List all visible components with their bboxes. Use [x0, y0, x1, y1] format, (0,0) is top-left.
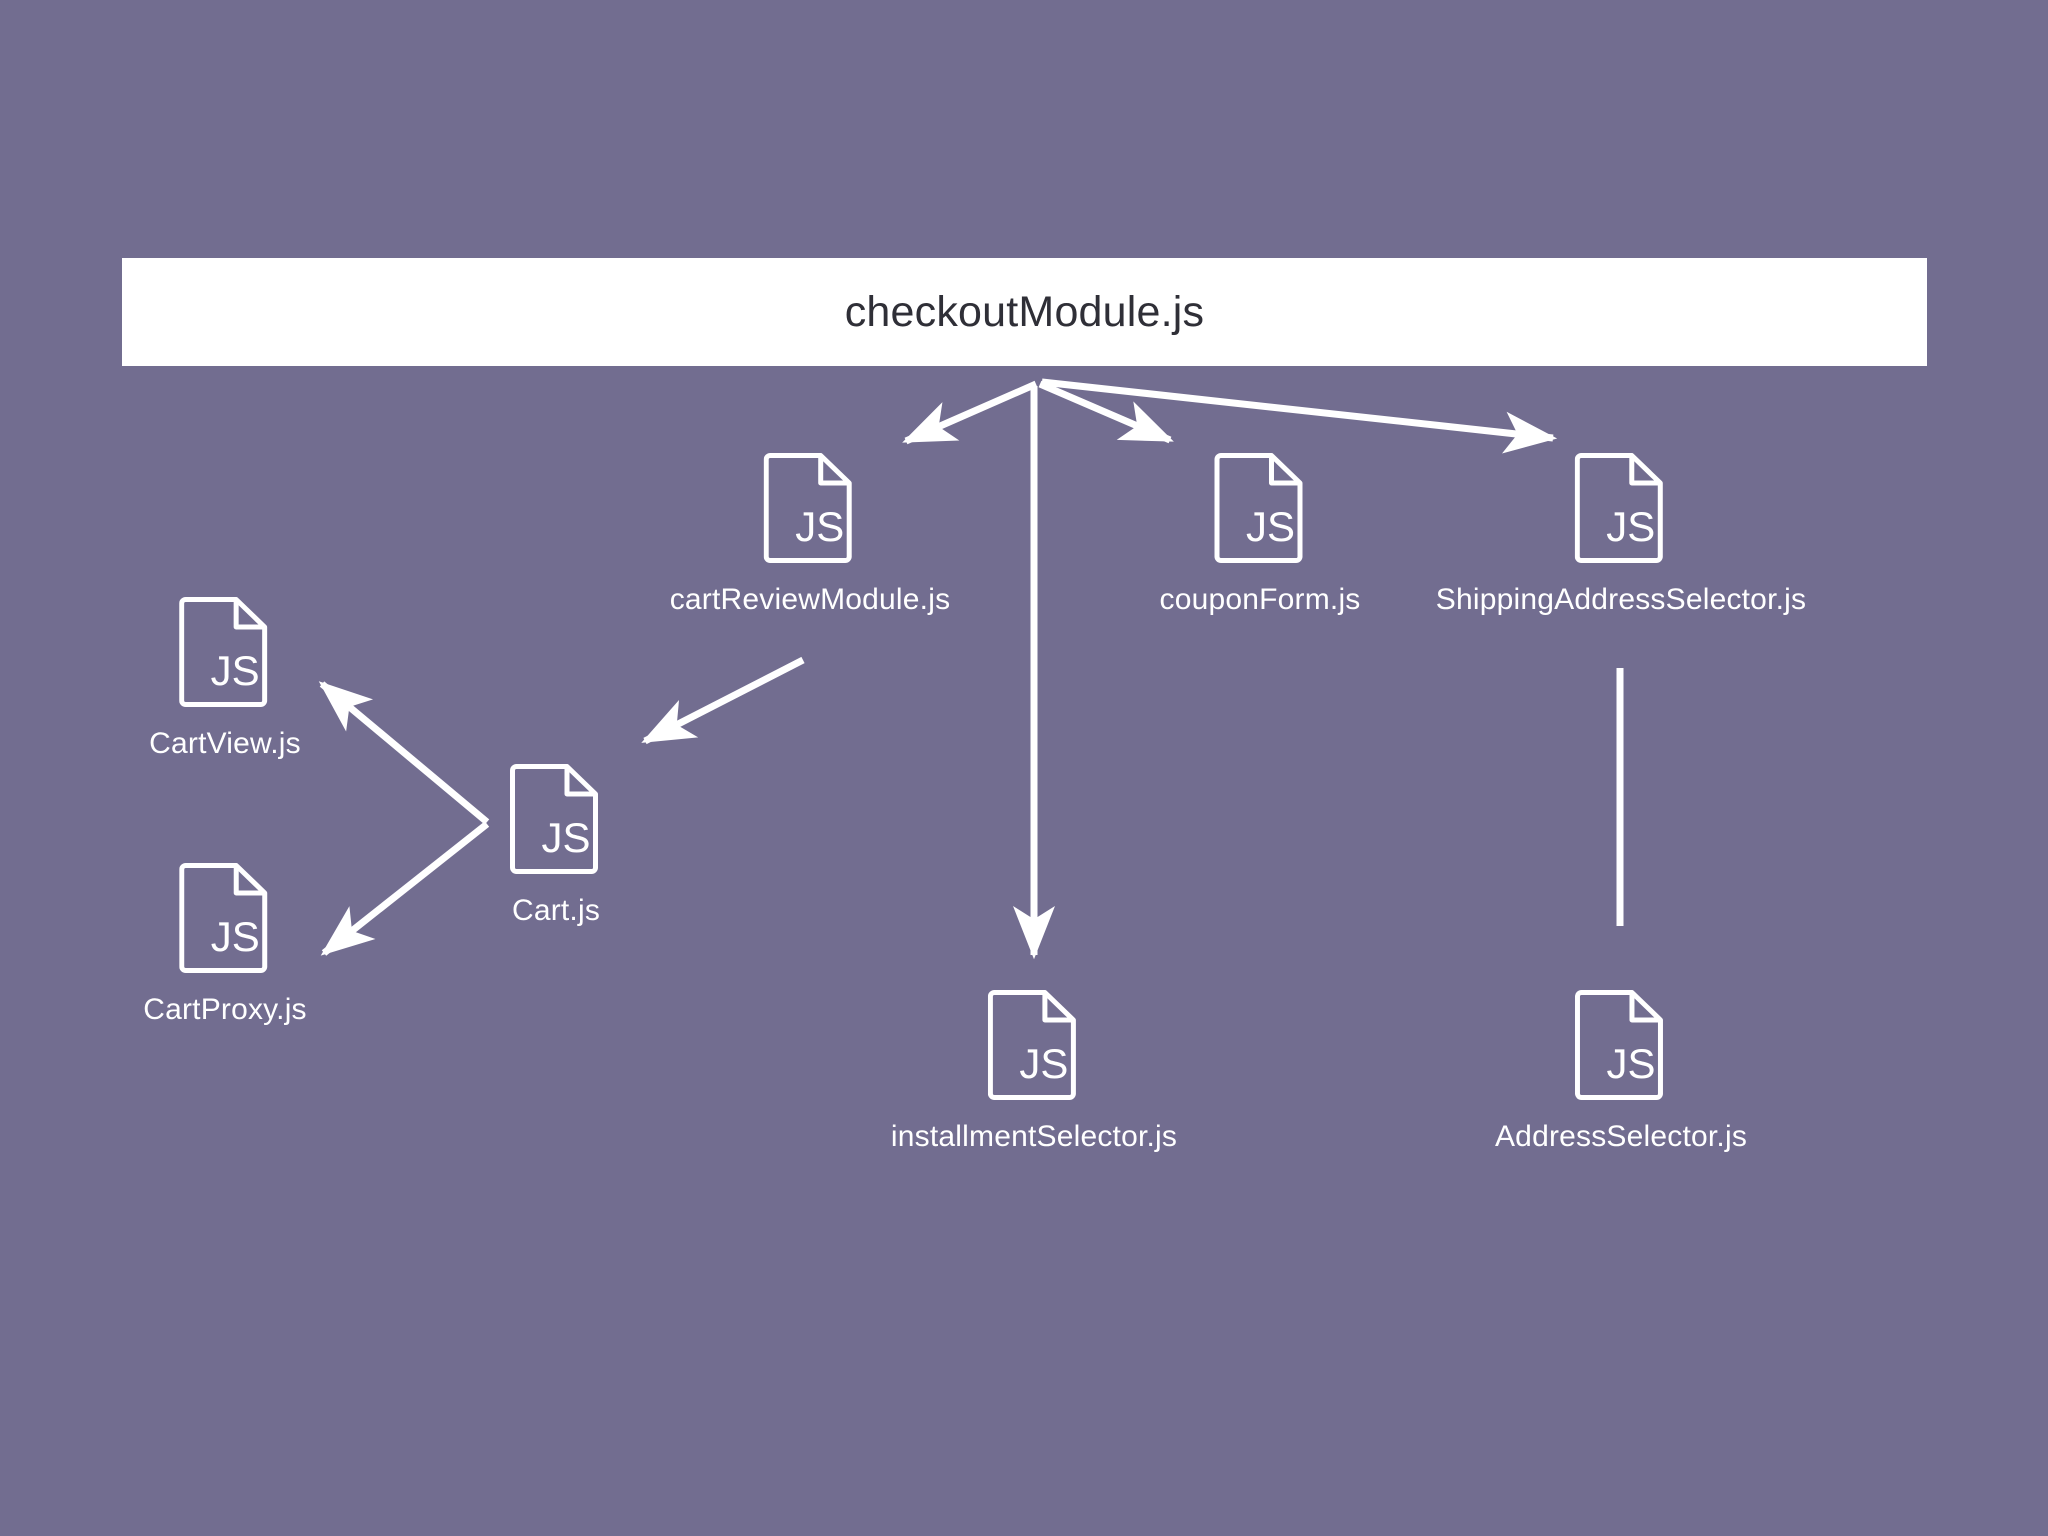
- file-node-label-shippingAddressSelector: ShippingAddressSelector.js: [1435, 583, 1807, 616]
- js-file-icon: JS: [763, 452, 856, 569]
- file-node-label-couponForm: couponForm.js: [1159, 583, 1361, 616]
- svg-text:JS: JS: [1606, 503, 1655, 550]
- file-node-label-cartView: CartView.js: [149, 727, 301, 760]
- file-node-label-cart: Cart.js: [511, 894, 601, 927]
- svg-text:JS: JS: [1606, 1040, 1655, 1087]
- svg-text:JS: JS: [795, 503, 844, 550]
- svg-text:JS: JS: [1019, 1040, 1068, 1087]
- file-node-cartProxy[interactable]: JS CartProxy.js: [143, 862, 307, 1027]
- svg-text:JS: JS: [541, 814, 590, 861]
- svg-text:JS: JS: [210, 647, 259, 694]
- file-node-label-cartProxy: CartProxy.js: [143, 993, 307, 1026]
- file-node-cartView[interactable]: JS CartView.js: [149, 596, 301, 761]
- js-file-icon: JS: [178, 596, 271, 713]
- js-file-icon: JS: [1213, 452, 1306, 569]
- edge-cartReviewModule-cart: [641, 656, 805, 745]
- js-file-icon: JS: [510, 763, 602, 880]
- file-node-addressSelector[interactable]: JS AddressSelector.js: [1495, 989, 1747, 1154]
- edge-cart-cartProxy: [320, 821, 490, 956]
- js-file-icon: JS: [1575, 989, 1667, 1106]
- js-file-icon: JS: [1574, 452, 1667, 569]
- edge-root-shippingAddressSelector: [1041, 378, 1558, 454]
- file-node-cart[interactable]: JS Cart.js: [510, 763, 602, 928]
- edge-root-cartReviewModule: [902, 380, 1038, 445]
- js-file-icon: JS: [987, 989, 1080, 1106]
- file-node-label-installmentSelector: installmentSelector.js: [890, 1120, 1178, 1153]
- svg-text:JS: JS: [210, 913, 259, 960]
- page-title: checkoutModule.js: [844, 287, 1205, 336]
- js-file-icon: JS: [178, 862, 271, 979]
- file-node-label-cartReviewModule: cartReviewModule.js: [669, 583, 951, 616]
- file-node-installmentSelector[interactable]: JS installmentSelector.js: [891, 989, 1177, 1154]
- file-node-cartReviewModule[interactable]: JS cartReviewModule.js: [670, 452, 951, 617]
- svg-text:JS: JS: [1245, 503, 1294, 550]
- file-node-couponForm[interactable]: JS couponForm.js: [1159, 452, 1360, 617]
- file-node-label-addressSelector: AddressSelector.js: [1494, 1120, 1748, 1153]
- edge-cart-cartView: [318, 681, 490, 825]
- edge-root-couponForm: [1038, 380, 1174, 444]
- file-node-shippingAddressSelector[interactable]: JS ShippingAddressSelector.js: [1436, 452, 1806, 617]
- root-module-bar[interactable]: checkoutModule.js: [122, 258, 1927, 366]
